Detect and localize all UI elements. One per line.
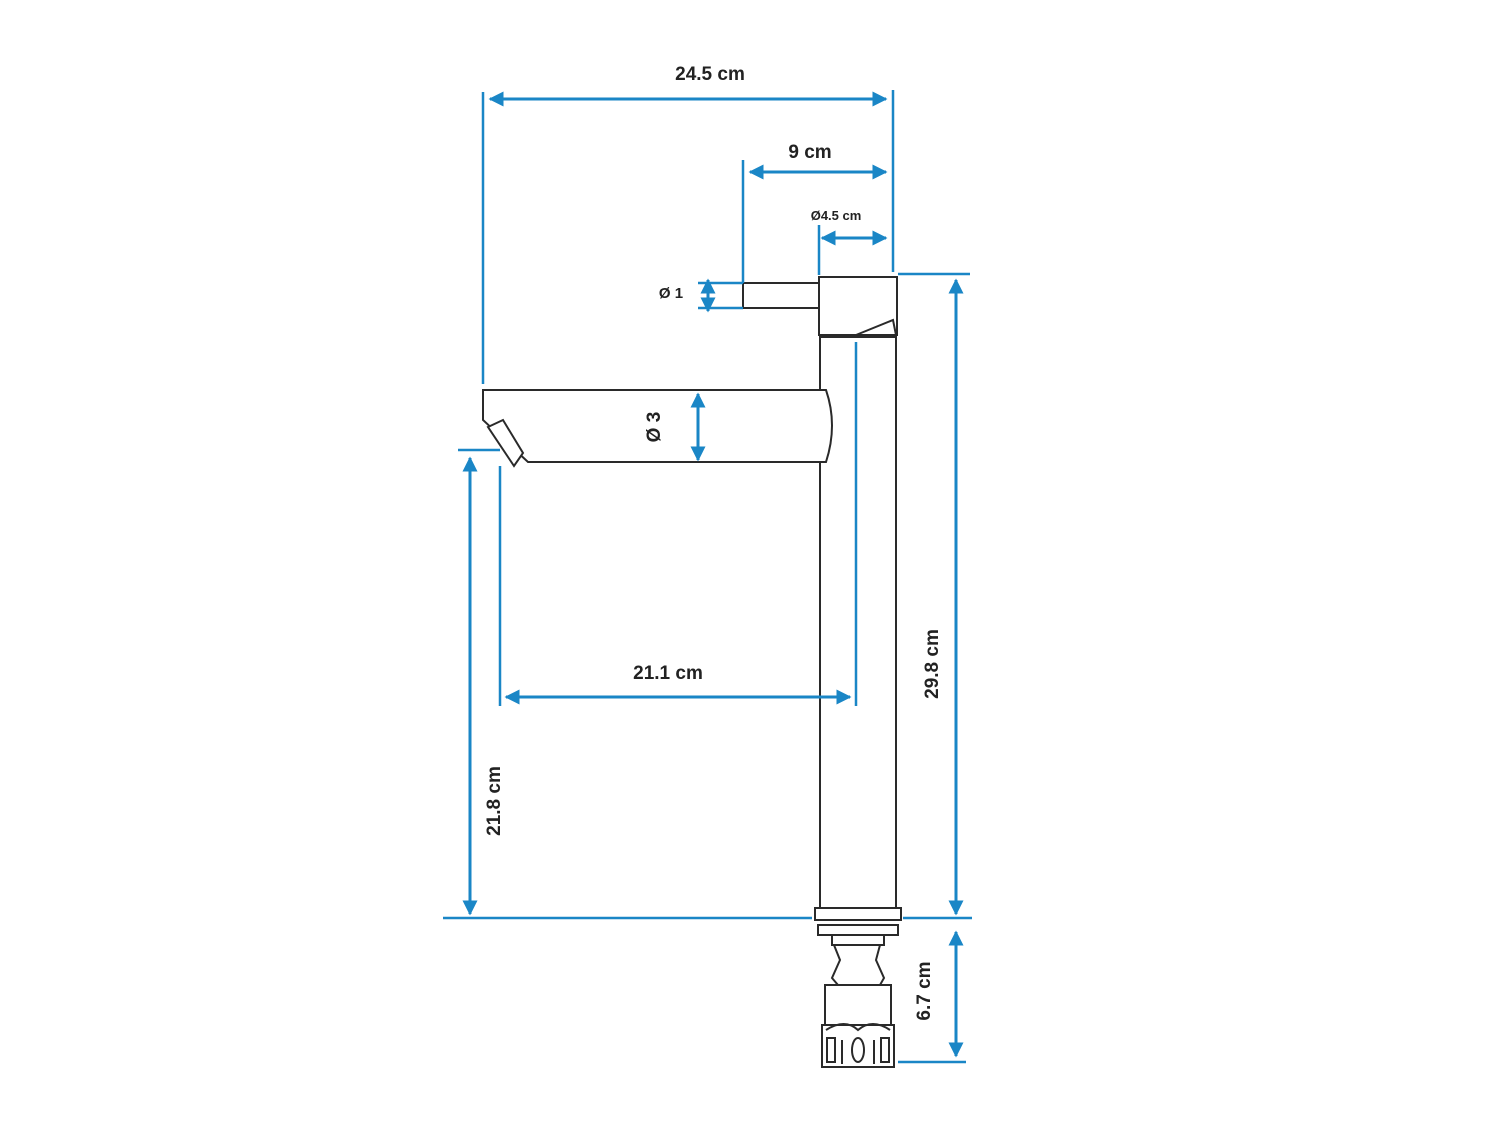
dimension-labels: 24.5 cm 9 cm Ø4.5 cm Ø 1 Ø 3 21.1 cm 21.… [484, 64, 943, 1021]
label-spout-reach: 21.1 cm [633, 663, 703, 684]
label-overall-width: 24.5 cm [675, 64, 745, 85]
faucet-handle [742, 282, 820, 309]
label-body-diameter: Ø4.5 cm [811, 208, 862, 223]
faucet-spout [482, 389, 833, 463]
faucet-base-ring [814, 907, 902, 921]
label-handle-diameter: Ø 1 [659, 285, 683, 302]
faucet-aerator [486, 418, 525, 468]
label-spout-diameter: Ø 3 [644, 412, 665, 443]
extension-lines [443, 90, 972, 1064]
label-handle-length: 9 cm [788, 142, 831, 163]
faucet-head [818, 276, 898, 336]
label-total-height: 29.8 cm [922, 629, 943, 699]
label-spout-height: 21.8 cm [484, 766, 505, 836]
faucet-shank [821, 934, 895, 1068]
faucet-drawing [482, 276, 902, 1068]
dimension-lines [462, 91, 964, 1058]
label-thread-length: 6.7 cm [914, 961, 935, 1020]
